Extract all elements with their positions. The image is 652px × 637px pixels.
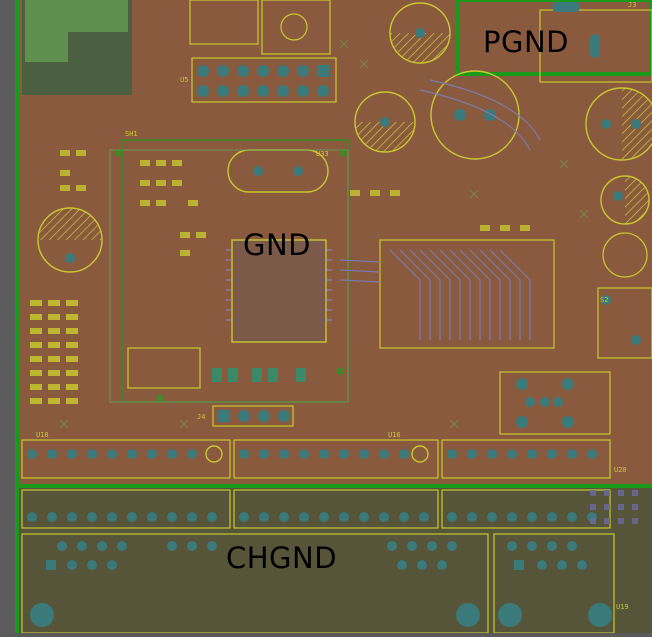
j4-pads <box>218 410 290 422</box>
mcu-package <box>231 239 327 343</box>
header-u5 <box>191 57 337 103</box>
mcu-pins <box>226 249 332 321</box>
silk-sh1: SH1 <box>125 130 138 138</box>
silk-j3: J3 <box>628 1 637 9</box>
stitching-vias <box>114 149 347 402</box>
silk-u16: U16 <box>388 431 401 439</box>
capacitor-5 <box>600 175 650 225</box>
resistor-array <box>30 300 78 404</box>
board-margin <box>0 0 16 633</box>
smd-parts <box>60 150 530 256</box>
pgnd-region-label: PGND <box>483 25 569 59</box>
gnd-x-marks <box>59 39 589 429</box>
via-grid <box>590 490 638 524</box>
small-ic <box>127 347 201 389</box>
terminal-block-row-upper <box>21 439 611 479</box>
terminal-pads-upper <box>27 449 597 459</box>
terminal-marker <box>411 445 429 463</box>
green-parts <box>212 368 306 382</box>
j3-pad <box>590 34 600 58</box>
s2-pad <box>601 295 611 305</box>
capacitor-2 <box>354 91 416 153</box>
silk-j4: J4 <box>197 413 206 421</box>
capacitor-1 <box>389 2 451 64</box>
rj-pads <box>30 541 612 627</box>
silk-u33: U33 <box>316 150 329 158</box>
button-outline <box>261 0 331 55</box>
pgnd-region-outline <box>455 0 652 76</box>
fanout-traces <box>339 79 541 340</box>
silk-u5: U5 <box>180 76 189 84</box>
terminal-block-row-lower <box>21 489 611 529</box>
silk-u19: U19 <box>616 603 629 611</box>
silk-u18: U18 <box>36 431 49 439</box>
j3-connector <box>539 9 652 83</box>
silk-s2: S2 <box>600 296 609 304</box>
crystal-pad <box>253 166 263 176</box>
chgnd-plane <box>16 486 652 633</box>
j4-header <box>212 405 294 427</box>
buzzer <box>602 232 648 278</box>
switch-outline <box>189 0 259 45</box>
capacitor-4 <box>585 87 652 161</box>
j3-pad <box>552 2 580 12</box>
usb-connector <box>499 371 611 435</box>
terminal-marker <box>205 445 223 463</box>
usb-pads <box>516 378 574 428</box>
chgnd-region-label: CHGND <box>226 541 338 575</box>
switch-s2 <box>597 287 652 359</box>
gnd-region-label: GND <box>243 228 311 262</box>
silk-u20: U20 <box>614 466 627 474</box>
header-u5-pads <box>197 65 329 97</box>
s2-pad <box>631 335 641 345</box>
shield-inner-outline <box>109 149 349 403</box>
crystal-pad <box>293 166 303 176</box>
terminal-pads-lower <box>27 512 597 522</box>
capacitor-6 <box>37 207 103 273</box>
display-connector <box>379 239 555 349</box>
button-circle <box>280 13 308 41</box>
antenna-copper <box>25 0 128 62</box>
